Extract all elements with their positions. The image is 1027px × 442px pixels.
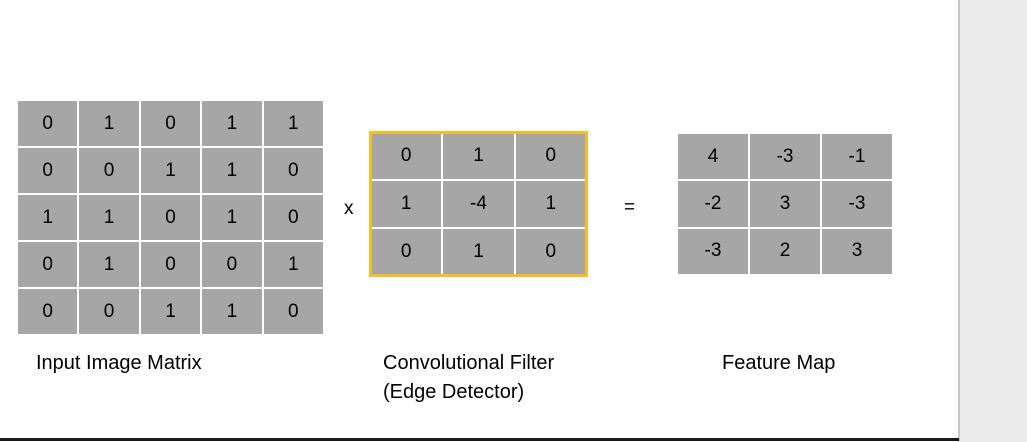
input-cell: 1: [202, 195, 262, 240]
feature-cell: 3: [750, 181, 820, 227]
feature-map-caption: Feature Map: [722, 352, 836, 374]
feature-map-matrix: 4 -3 -1 -2 3 -3 -3 2 3: [678, 134, 892, 274]
input-cell: 0: [79, 289, 139, 334]
input-cell: 1: [202, 289, 262, 334]
feature-cell: -1: [822, 134, 892, 180]
input-cell: 1: [79, 195, 139, 240]
side-panel: [958, 0, 1027, 442]
input-cell: 0: [263, 289, 323, 334]
input-cell: 1: [18, 195, 78, 240]
feature-cell: 3: [822, 228, 892, 274]
input-cell: 1: [140, 289, 201, 334]
convolutional-filter-matrix: 0 1 0 1 -4 1 0 1 0: [369, 131, 588, 277]
input-cell: 1: [263, 242, 323, 287]
filter-cell: 1: [371, 181, 442, 227]
filter-cell: 0: [515, 133, 586, 179]
input-cell: 1: [263, 101, 323, 146]
input-cell: 1: [79, 101, 139, 146]
input-matrix-caption: Input Image Matrix: [36, 352, 202, 374]
input-cell: 0: [18, 289, 78, 334]
filter-cell: -4: [443, 181, 514, 227]
input-cell: 0: [263, 148, 323, 193]
input-cell: 0: [263, 195, 323, 240]
feature-cell: 2: [750, 228, 820, 274]
input-cell: 0: [140, 195, 201, 240]
input-image-matrix: 0 1 0 1 1 0 0 1 1 0 1 1 0 1 0 0 1 0 0 1 …: [18, 101, 323, 334]
filter-cell: 1: [443, 133, 514, 179]
input-cell: 0: [18, 242, 78, 287]
input-cell: 0: [140, 242, 201, 287]
input-cell: 1: [202, 148, 262, 193]
multiply-operator: x: [344, 198, 354, 219]
input-cell: 1: [79, 242, 139, 287]
feature-cell: -2: [678, 181, 748, 227]
filter-cell: 0: [371, 133, 442, 179]
input-cell: 0: [140, 101, 201, 146]
filter-caption-line1: Convolutional Filter: [383, 352, 555, 374]
filter-cell: 1: [443, 229, 514, 275]
filter-cell: 1: [515, 181, 586, 227]
feature-cell: -3: [750, 134, 820, 180]
input-cell: 1: [202, 101, 262, 146]
bottom-divider: [0, 438, 959, 441]
input-cell: 0: [79, 148, 139, 193]
filter-caption-line2: (Edge Detector): [383, 381, 525, 403]
filter-cell: 0: [371, 229, 442, 275]
input-cell: 0: [18, 101, 78, 146]
input-cell: 1: [140, 148, 201, 193]
input-cell: 0: [18, 148, 78, 193]
feature-cell: 4: [678, 134, 748, 180]
equals-operator: =: [624, 197, 636, 218]
filter-caption: Convolutional Filter (Edge Detector): [383, 349, 554, 407]
feature-cell: -3: [678, 228, 748, 274]
feature-cell: -3: [822, 181, 892, 227]
input-cell: 0: [202, 242, 262, 287]
filter-cell: 0: [515, 229, 586, 275]
